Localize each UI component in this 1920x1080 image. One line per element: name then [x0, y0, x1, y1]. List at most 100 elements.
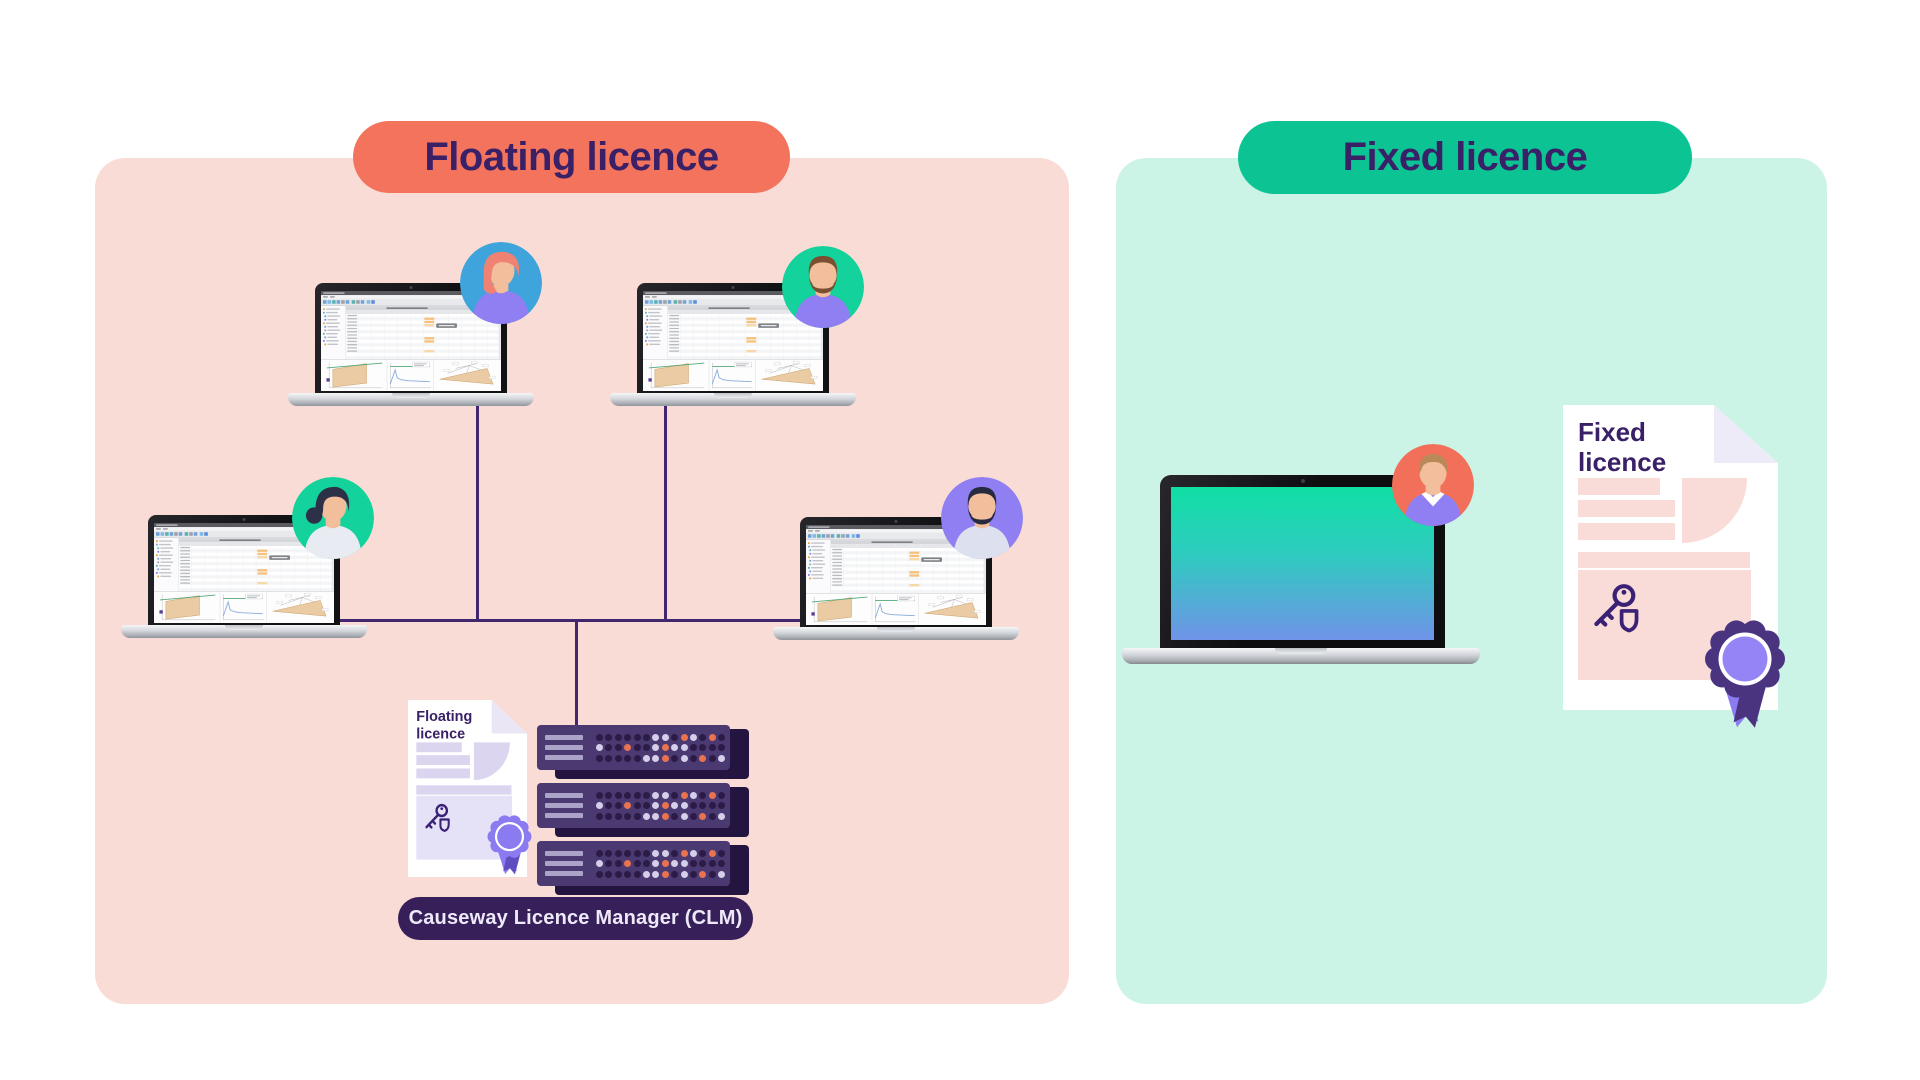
- clm-label-pill: Causeway Licence Manager (CLM): [398, 897, 753, 940]
- led-dot: [661, 733, 669, 741]
- led-dot: [624, 791, 632, 799]
- cost-profile-chart: [159, 594, 216, 621]
- led-dot: [718, 860, 726, 867]
- server-vents: [545, 793, 583, 818]
- led-dot: [605, 812, 613, 820]
- led-dot: [596, 860, 603, 867]
- led-dot: [708, 733, 716, 741]
- led-dot: [689, 849, 697, 857]
- led-dot: [699, 812, 707, 820]
- led-dot: [661, 849, 669, 857]
- table-column-lines: [680, 310, 810, 360]
- user-avatar: [941, 477, 1023, 559]
- key-illustration: [425, 803, 450, 832]
- estimating-app-screenshot: [154, 523, 334, 623]
- led-dot: [614, 744, 622, 751]
- led-dot: [633, 870, 641, 878]
- led-dot: [596, 870, 603, 878]
- first-column-text: [180, 546, 191, 584]
- document-text-bar: [1578, 500, 1675, 517]
- table-rows: [178, 549, 332, 592]
- avatar-illustration: [782, 246, 864, 328]
- licence-key-icon: [1588, 582, 1644, 638]
- led-dot: [642, 791, 650, 799]
- led-row: [596, 812, 726, 820]
- first-column-text: [832, 548, 843, 586]
- document-text-bar: [416, 785, 512, 795]
- table-column-lines: [358, 310, 488, 360]
- led-dot: [689, 870, 697, 878]
- led-dot: [596, 791, 603, 799]
- laptop-bezel: [637, 283, 829, 395]
- led-dot: [708, 791, 716, 799]
- user-avatar: [460, 242, 542, 324]
- led-dot: [652, 744, 660, 751]
- cost-profile-chart: [811, 596, 868, 623]
- led-dot: [642, 860, 650, 867]
- led-dot: [614, 754, 622, 762]
- document-fold-corner: [1714, 405, 1778, 463]
- highlighted-cells: [424, 317, 435, 353]
- first-column-text: [669, 314, 680, 352]
- led-dot: [642, 744, 650, 751]
- led-dot: [671, 733, 679, 741]
- led-dot: [671, 870, 679, 878]
- led-dot: [633, 754, 641, 762]
- connector-line: [339, 619, 801, 622]
- network-chart: [272, 592, 329, 617]
- rosette-illustration: [487, 815, 532, 875]
- led-dot: [605, 802, 613, 809]
- led-dot: [633, 802, 641, 809]
- led-dot: [661, 812, 669, 820]
- led-dot: [596, 744, 603, 751]
- led-dot: [624, 754, 632, 762]
- document-text-bar: [416, 755, 470, 765]
- led-dot: [671, 744, 679, 751]
- server-rack-unit: [537, 725, 730, 770]
- led-dot: [605, 791, 613, 799]
- led-dot: [718, 791, 726, 799]
- server-vents: [545, 735, 583, 760]
- led-dot: [680, 802, 688, 809]
- led-dot: [596, 733, 603, 741]
- tree-panel-rows: [644, 308, 663, 346]
- table-rows: [345, 317, 499, 360]
- led-dot: [605, 754, 613, 762]
- webcam-icon: [894, 520, 898, 523]
- led-dot: [642, 802, 650, 809]
- led-dot: [661, 802, 669, 809]
- document-text-bar: [1578, 523, 1675, 540]
- led-dot: [624, 860, 632, 867]
- led-dot: [642, 849, 650, 857]
- led-dot: [680, 860, 688, 867]
- table-column-lines: [843, 544, 973, 594]
- user-avatar: [292, 477, 374, 559]
- led-dot: [718, 802, 726, 809]
- server-rack-unit: [537, 841, 730, 886]
- laptop-base: [773, 627, 1019, 640]
- led-dot: [680, 754, 688, 762]
- network-chart: [924, 594, 981, 619]
- cost-profile-chart: [648, 362, 705, 389]
- led-dot: [633, 733, 641, 741]
- led-dot: [718, 870, 726, 878]
- award-ribbon-icon: [1695, 607, 1795, 747]
- laptop-screen: [321, 291, 501, 391]
- led-dot: [699, 744, 707, 751]
- estimating-app-screenshot: [806, 525, 986, 625]
- led-dot: [699, 849, 707, 857]
- led-dot: [671, 860, 679, 867]
- led-dot: [633, 849, 641, 857]
- led-row: [596, 733, 726, 741]
- document-text-bar: [416, 742, 462, 753]
- cashflow-chart: [389, 361, 431, 389]
- rosette-illustration: [1705, 620, 1785, 728]
- led-dot: [652, 733, 660, 741]
- led-dot: [699, 870, 707, 878]
- led-row: [596, 754, 726, 762]
- user-avatar: [782, 246, 864, 328]
- document-title: Fixed licence: [1578, 417, 1667, 477]
- led-dot: [624, 870, 632, 878]
- cashflow-chart: [874, 595, 916, 623]
- server-rack-unit: [537, 783, 730, 828]
